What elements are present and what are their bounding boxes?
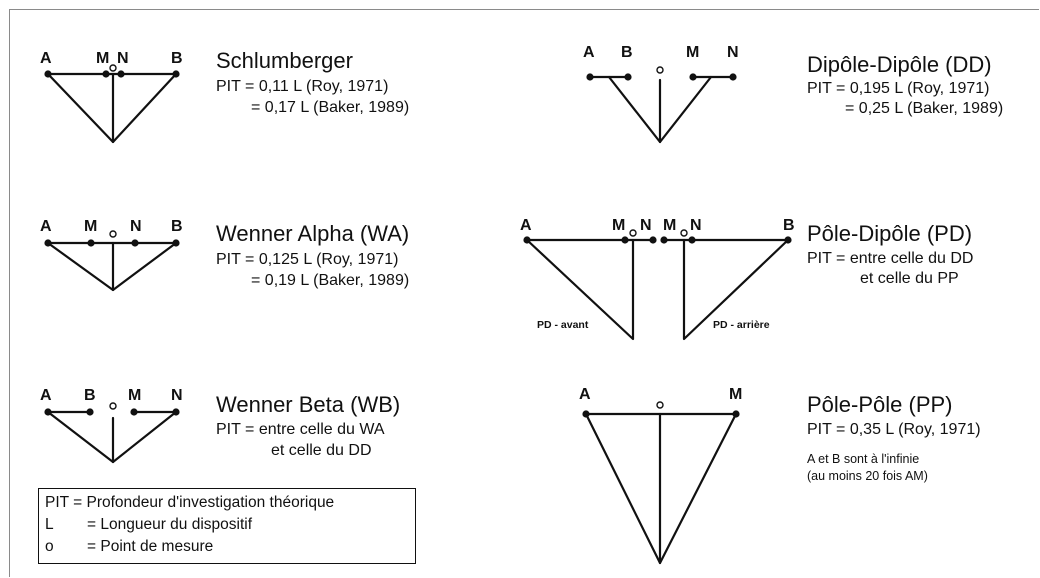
- pole-pole-label-a: A: [579, 386, 591, 403]
- schlumberger-title: Schlumberger: [216, 48, 353, 73]
- wenner-alpha-title: Wenner Alpha (WA): [216, 221, 410, 246]
- pole-pole-pit: PIT = 0,35 L (Roy, 1971): [807, 421, 981, 438]
- wenner-alpha-label-m: M: [84, 218, 98, 235]
- legend-o-definition: = Point de mesure: [87, 538, 214, 555]
- pole-dipole-forward-array: [525, 238, 655, 341]
- schlumberger-pit-baker: = 0,17 L (Baker, 1989): [251, 99, 410, 116]
- pole-dipole-reverse-label-m: M: [663, 217, 677, 234]
- wenner-beta-label-m: M: [128, 387, 142, 404]
- dipole-dipole-array: [588, 75, 735, 144]
- schlumberger-array: [46, 72, 178, 144]
- dipole-dipole-pit-roy: PIT = 0,195 L (Roy, 1971): [807, 80, 990, 97]
- dipole-dipole-label-b: B: [621, 44, 633, 61]
- pd-reverse-label: PD - arrière: [713, 319, 770, 331]
- legend-l-key: L: [45, 516, 54, 533]
- legend-box: PIT = Profondeur d'investigation théoriq…: [38, 488, 416, 564]
- wenner-beta-label-a: A: [40, 387, 52, 404]
- schlumberger-label-a: A: [40, 50, 52, 67]
- schlumberger-pit-roy: PIT = 0,11 L (Roy, 1971): [216, 78, 389, 95]
- pole-pole-label-m: M: [729, 386, 743, 403]
- pole-dipole-label-b: B: [783, 217, 795, 234]
- wenner-alpha-array: [46, 241, 178, 292]
- pd-forward-label: PD - avant: [537, 319, 589, 331]
- measurement-points: [109, 64, 688, 410]
- wenner-beta-array: [46, 410, 178, 464]
- pole-dipole-forward-label-n: N: [640, 217, 652, 234]
- wenner-beta-pit-cont: et celle du DD: [271, 442, 372, 459]
- wenner-beta-pit: PIT = entre celle du WA: [216, 421, 385, 438]
- legend-pit-definition: PIT = Profondeur d'investigation théoriq…: [45, 494, 335, 511]
- wenner-beta-label-n: N: [171, 387, 183, 404]
- dipole-dipole-label-n: N: [727, 44, 739, 61]
- electrode-points: [44, 70, 792, 418]
- wenner-alpha-pit-roy: PIT = 0,125 L (Roy, 1971): [216, 251, 399, 268]
- pole-dipole-pit: PIT = entre celle du DD: [807, 250, 974, 267]
- schlumberger-label-n: N: [117, 50, 129, 67]
- dipole-dipole-pit-baker: = 0,25 L (Baker, 1989): [845, 100, 1004, 117]
- wenner-alpha-label-a: A: [40, 218, 52, 235]
- pole-pole-note-distance: (au moins 20 fois AM): [807, 469, 928, 483]
- pole-dipole-label-a: A: [520, 217, 532, 234]
- dipole-dipole-title: Dipôle-Dipôle (DD): [807, 52, 992, 77]
- pole-pole-note-infinite: A et B sont à l'infinie: [807, 452, 920, 466]
- figure-frame: [9, 9, 1039, 577]
- pole-dipole-title: Pôle-Dipôle (PD): [807, 221, 973, 246]
- dipole-dipole-label-m: M: [686, 44, 700, 61]
- wenner-beta-label-b: B: [84, 387, 96, 404]
- legend-l-definition: = Longueur du dispositif: [87, 516, 253, 533]
- wenner-alpha-pit-baker: = 0,19 L (Baker, 1989): [251, 272, 410, 289]
- schlumberger-label-m: M: [96, 50, 110, 67]
- wenner-alpha-label-b: B: [171, 218, 183, 235]
- pole-pole-title: Pôle-Pôle (PP): [807, 392, 953, 417]
- pole-dipole-forward-label-m: M: [612, 217, 626, 234]
- wenner-beta-title: Wenner Beta (WB): [216, 392, 401, 417]
- dipole-dipole-label-a: A: [583, 44, 595, 61]
- schlumberger-label-b: B: [171, 50, 183, 67]
- wenner-alpha-label-n: N: [130, 218, 142, 235]
- pole-dipole-reverse-label-n: N: [690, 217, 702, 234]
- pole-pole-array: [584, 412, 738, 565]
- pole-dipole-pit-cont: et celle du PP: [860, 270, 959, 287]
- pole-dipole-reverse-array: [662, 238, 790, 341]
- legend-o-key: o: [45, 538, 54, 555]
